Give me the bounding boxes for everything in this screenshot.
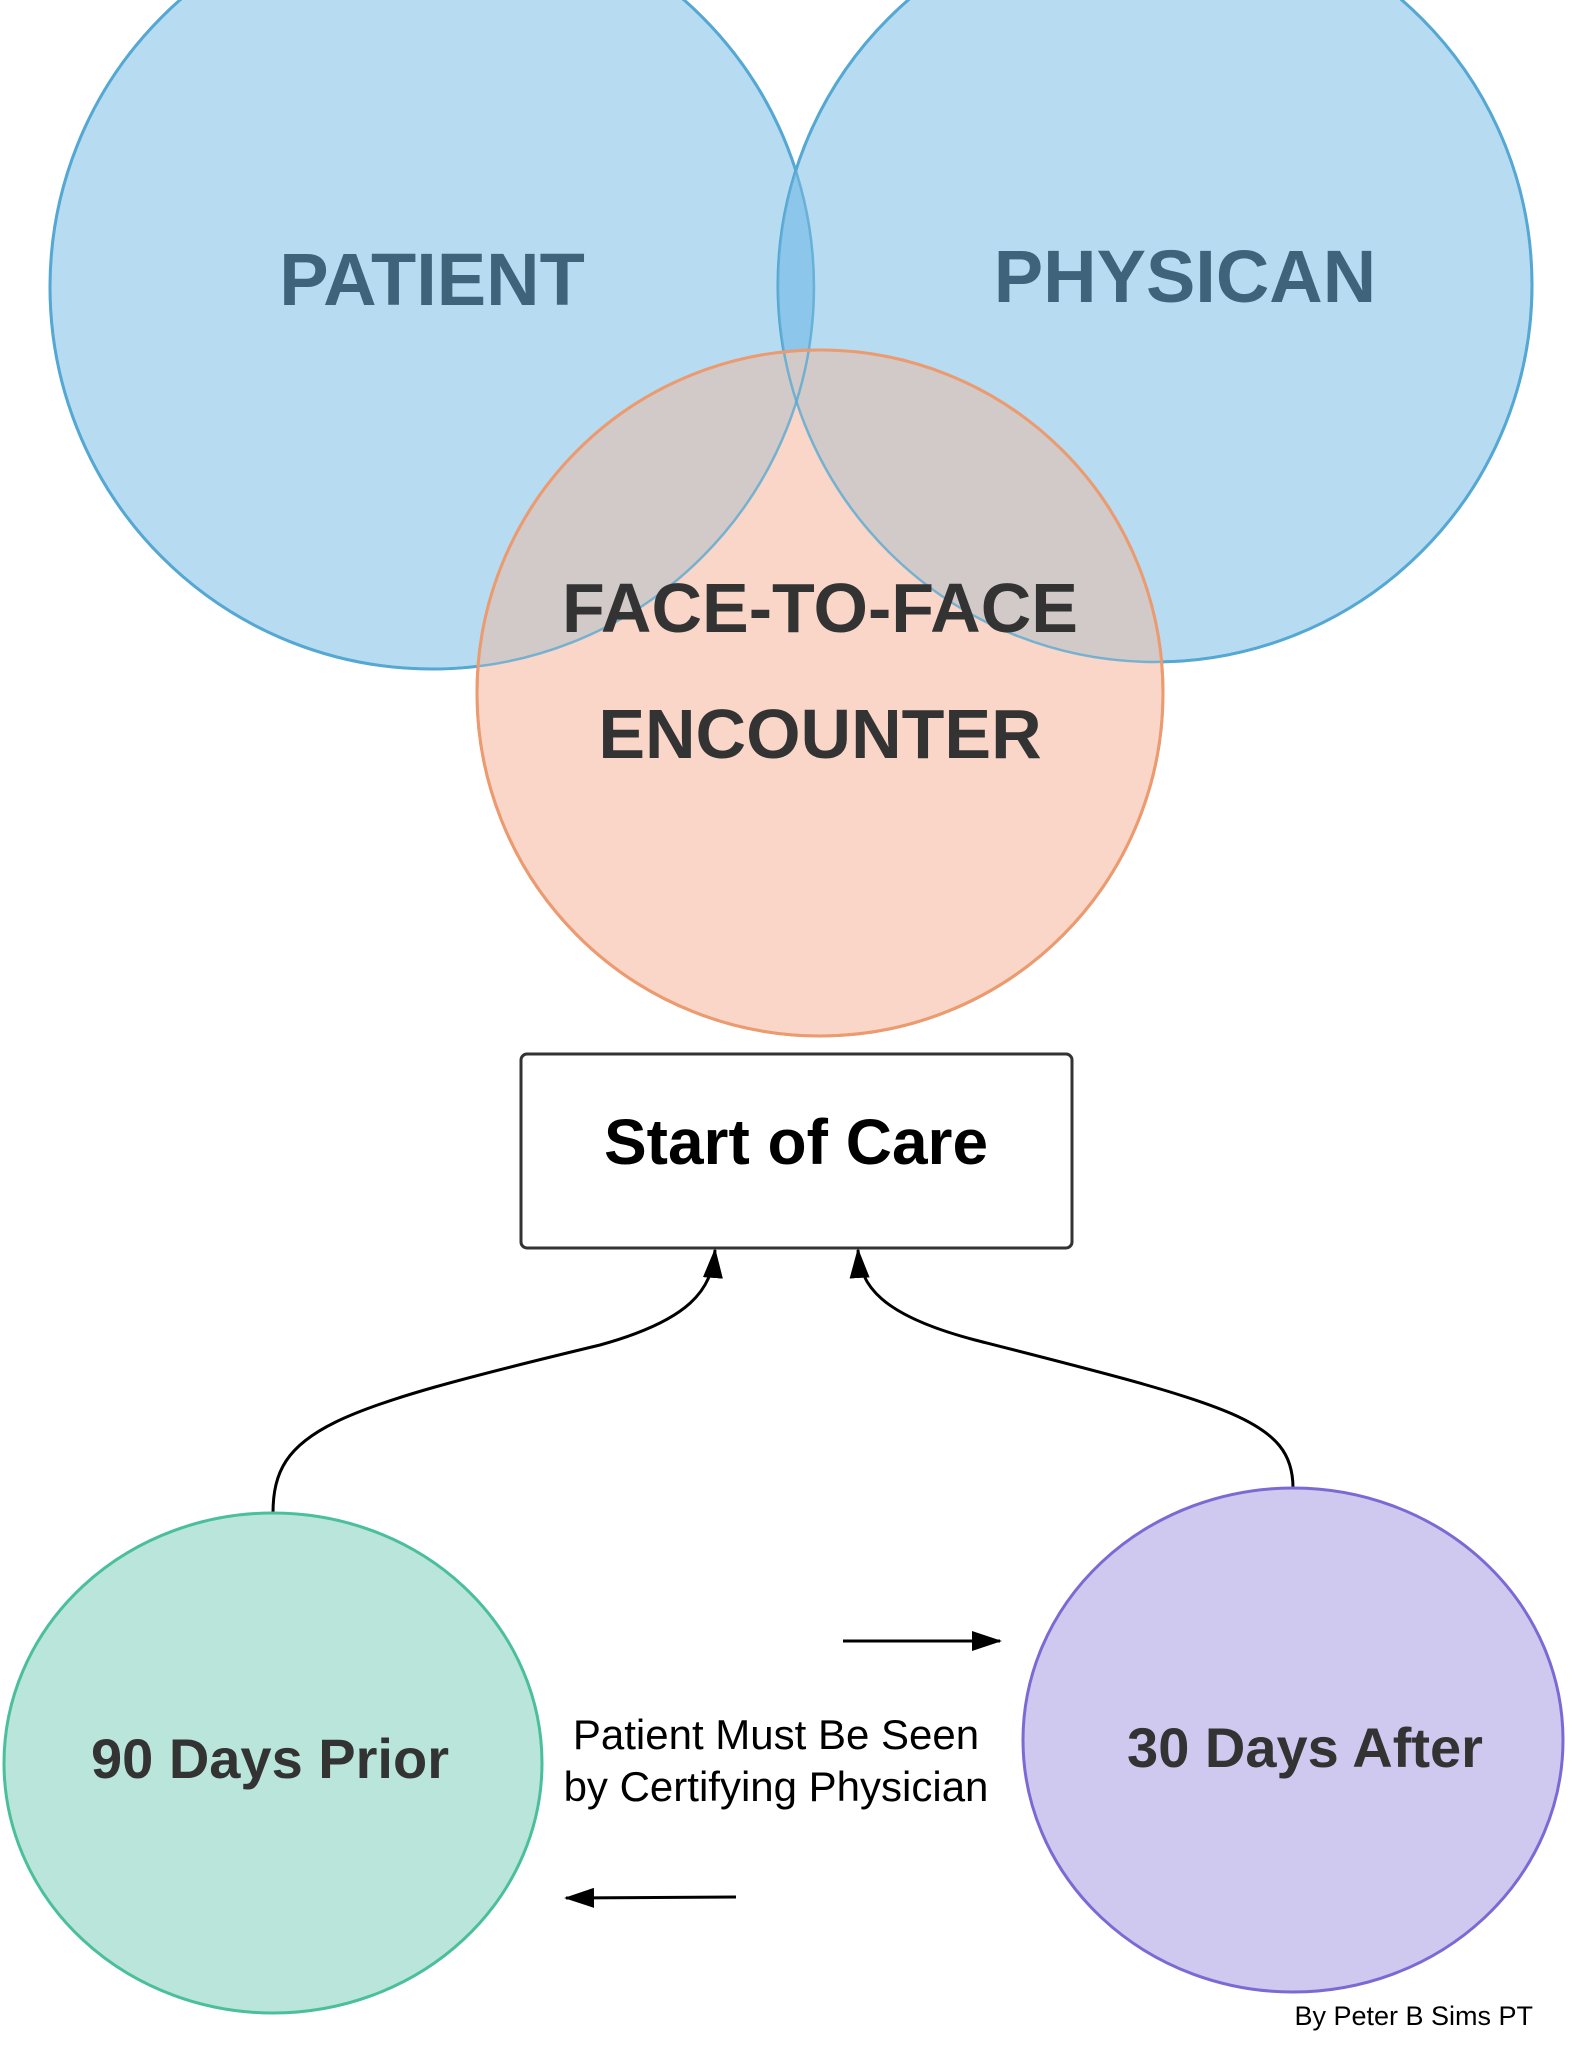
after-circle bbox=[1021, 1486, 1565, 1994]
author-credit: By Peter B Sims PT bbox=[1294, 2001, 1533, 2031]
patient-circle-outline bbox=[48, 0, 816, 671]
start-of-care-box bbox=[519, 1052, 1074, 1250]
physician-label: PHYSICAN bbox=[994, 235, 1376, 318]
after-to-start-connector bbox=[849, 1248, 1295, 1489]
after-label: 30 Days After bbox=[1127, 1716, 1483, 1779]
encounter-patient-overlap bbox=[477, 350, 814, 669]
prior-to-start-connector bbox=[271, 1248, 723, 1514]
prior-circle bbox=[2, 1511, 544, 2015]
note-line2: by Certifying Physician bbox=[564, 1763, 989, 1810]
backward-arrow bbox=[564, 1887, 737, 1908]
patient-label: PATIENT bbox=[279, 238, 585, 321]
note-line1: Patient Must Be Seen bbox=[573, 1711, 979, 1758]
encounter-circle-outline bbox=[475, 348, 1165, 1038]
encounter-physician-overlap bbox=[778, 350, 1163, 662]
encounter-label-line2: ENCOUNTER bbox=[598, 695, 1041, 773]
encounter-label-line1: FACE-TO-FACE bbox=[562, 569, 1078, 647]
start-of-care-label: Start of Care bbox=[604, 1106, 988, 1178]
physician-circle-outline bbox=[776, 0, 1534, 664]
prior-label: 90 Days Prior bbox=[91, 1727, 449, 1790]
